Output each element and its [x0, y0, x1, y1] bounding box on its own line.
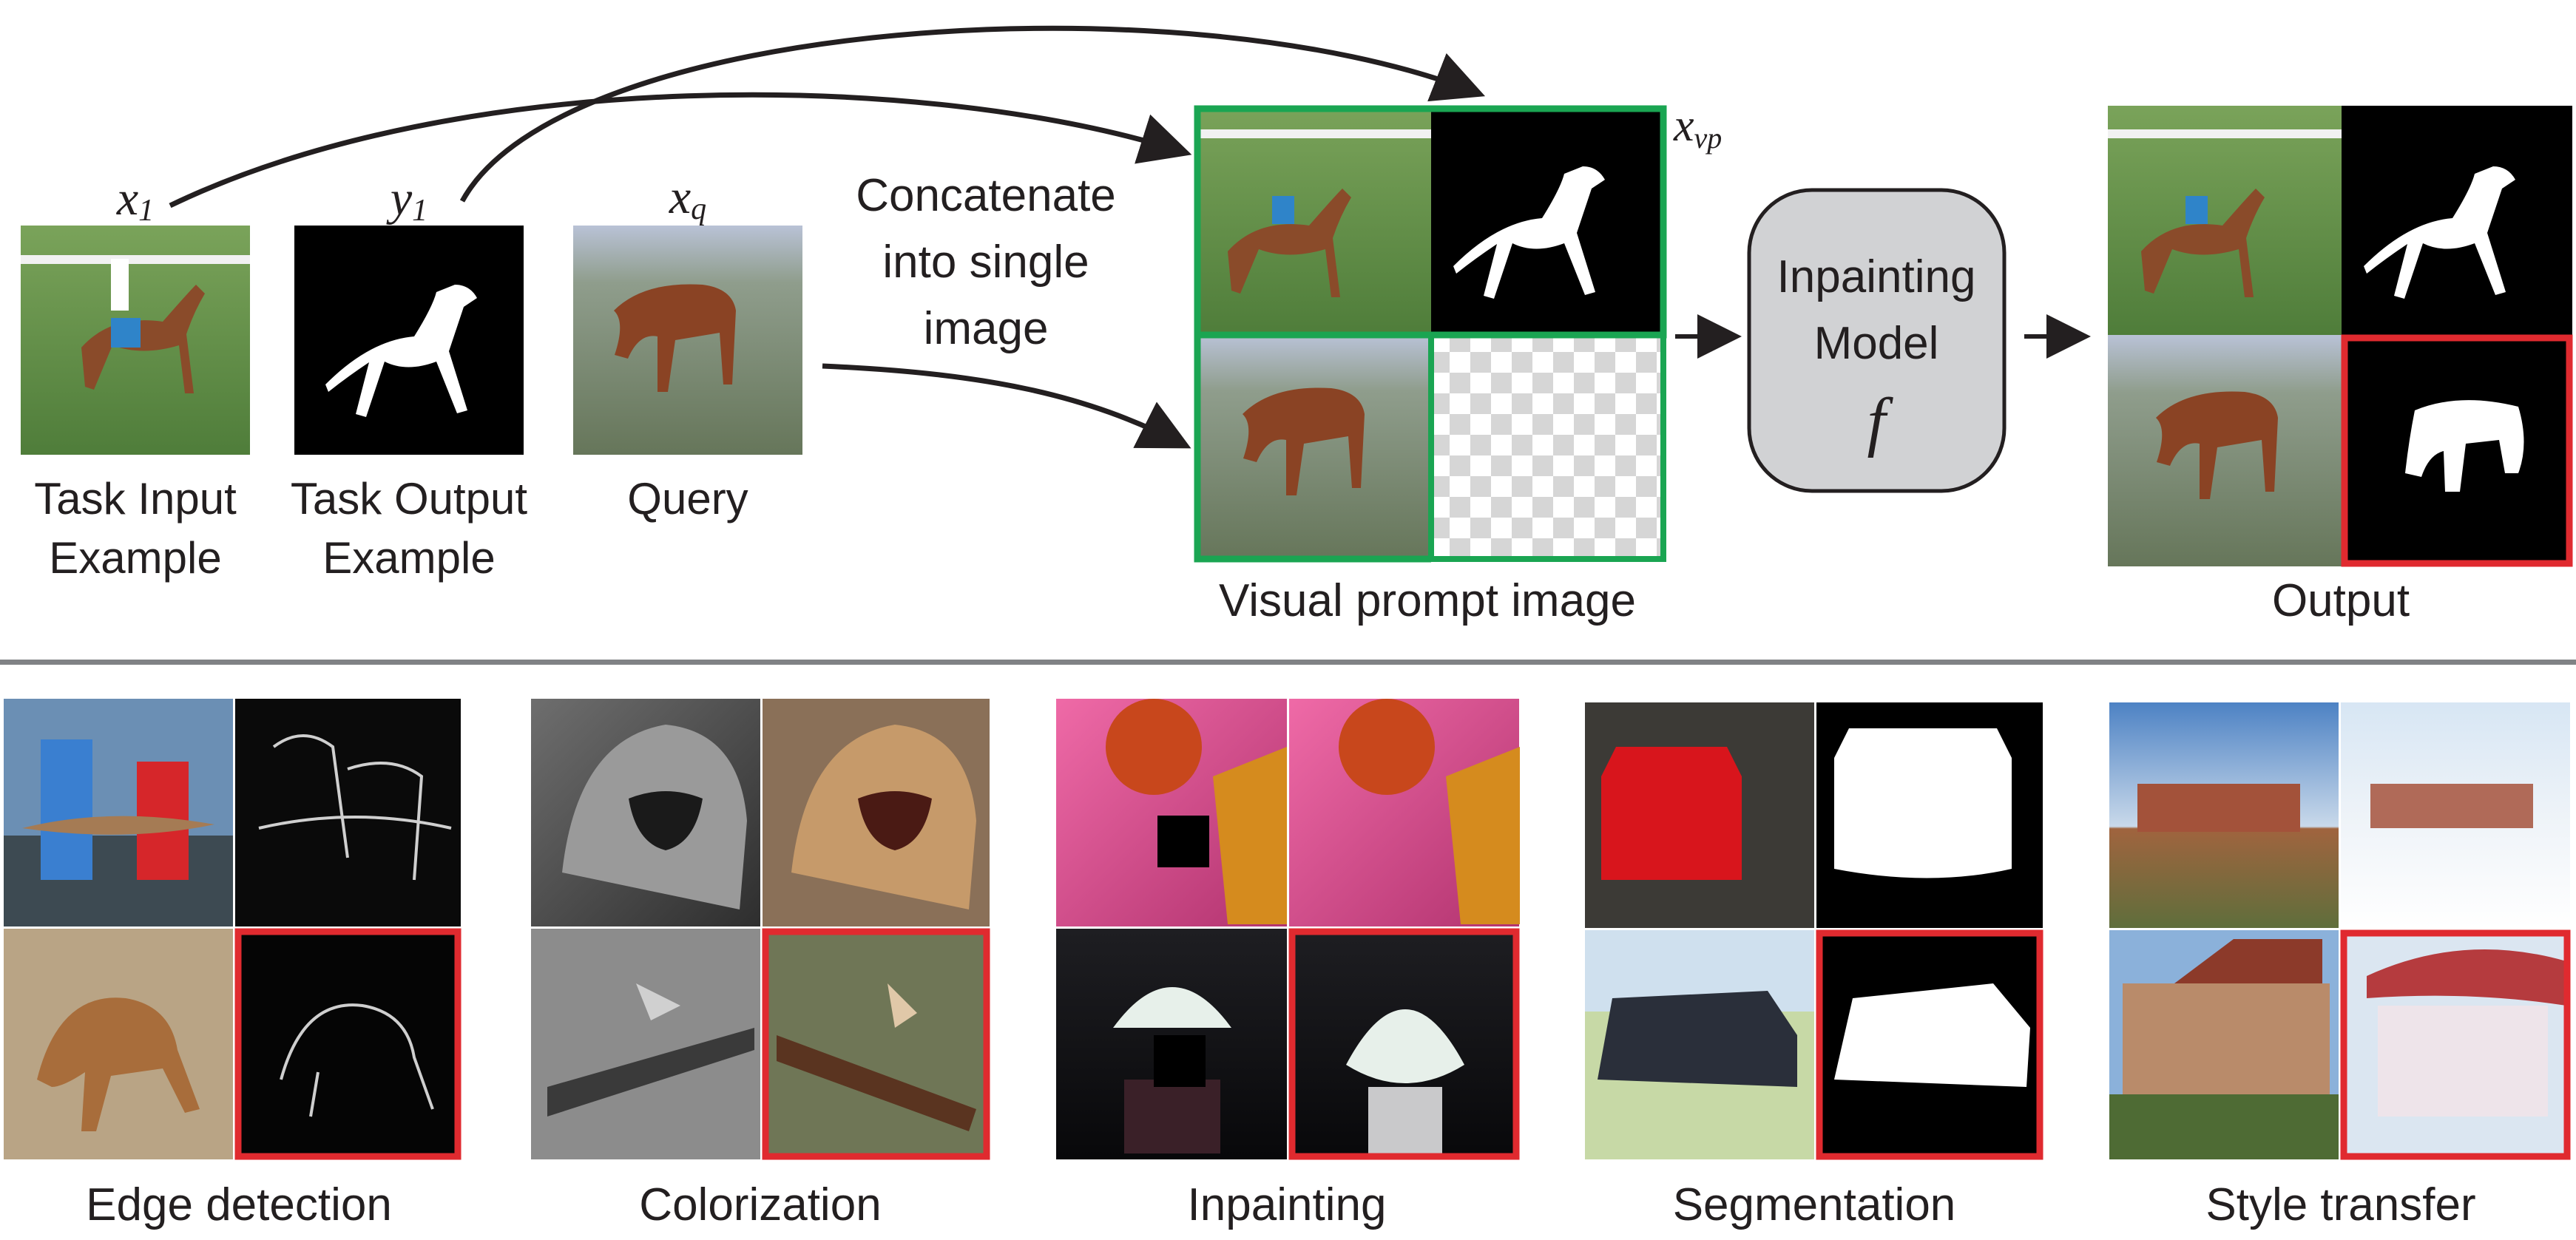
task-segmentation-grid: [1585, 702, 2043, 1160]
task-inpainting-grid: [1056, 699, 1520, 1160]
concat-text-line1: Concatenate: [856, 170, 1116, 221]
query-image: [573, 226, 802, 455]
output-image: [2108, 106, 2573, 567]
section-divider: [0, 660, 2576, 665]
task-style-transfer-grid: [2109, 702, 2571, 1160]
task-input-caption-line1: Task Input: [34, 474, 237, 524]
task-caption-edge-detection: Edge detection: [86, 1179, 392, 1230]
var-y1: y1: [386, 172, 427, 228]
task-output-caption-line2: Example: [322, 533, 495, 583]
task-input-caption-line2: Example: [49, 533, 221, 583]
var-xvp: xvp: [1673, 101, 1722, 155]
visual-prompt-caption: Visual prompt image: [1219, 575, 1636, 626]
task-output-example-image: [294, 226, 524, 455]
arrow-input-to-prompt: [169, 92, 1192, 209]
query-caption: Query: [627, 474, 748, 524]
inpainting-model-box: [1747, 188, 2007, 493]
output-caption: Output: [2272, 575, 2410, 626]
arrow-output-to-prompt: [459, 25, 1486, 203]
prompt-examples-border: [1194, 105, 1667, 339]
concat-text-line2: into single: [882, 237, 1089, 288]
task-colorization-grid: [531, 699, 990, 1160]
task-caption-style-transfer: Style transfer: [2205, 1179, 2475, 1230]
task-input-example-image: [21, 226, 250, 455]
model-label-line2: Model: [1814, 318, 1939, 369]
task-caption-colorization: Colorization: [639, 1179, 881, 1230]
task-edge-detection-grid: [4, 699, 462, 1160]
task-caption-inpainting: Inpainting: [1188, 1179, 1387, 1230]
var-xq: xq: [669, 170, 706, 226]
task-output-caption-line1: Task Output: [291, 474, 527, 524]
visual-prompt-image: [1194, 105, 1667, 563]
output-prediction-border: [2341, 334, 2573, 567]
concat-text-line3: image: [924, 303, 1049, 354]
task-caption-segmentation: Segmentation: [1673, 1179, 1956, 1230]
model-label-line1: Inpainting: [1777, 251, 1976, 302]
arrow-query-to-prompt: [822, 363, 1191, 449]
var-x1: x1: [116, 172, 154, 228]
